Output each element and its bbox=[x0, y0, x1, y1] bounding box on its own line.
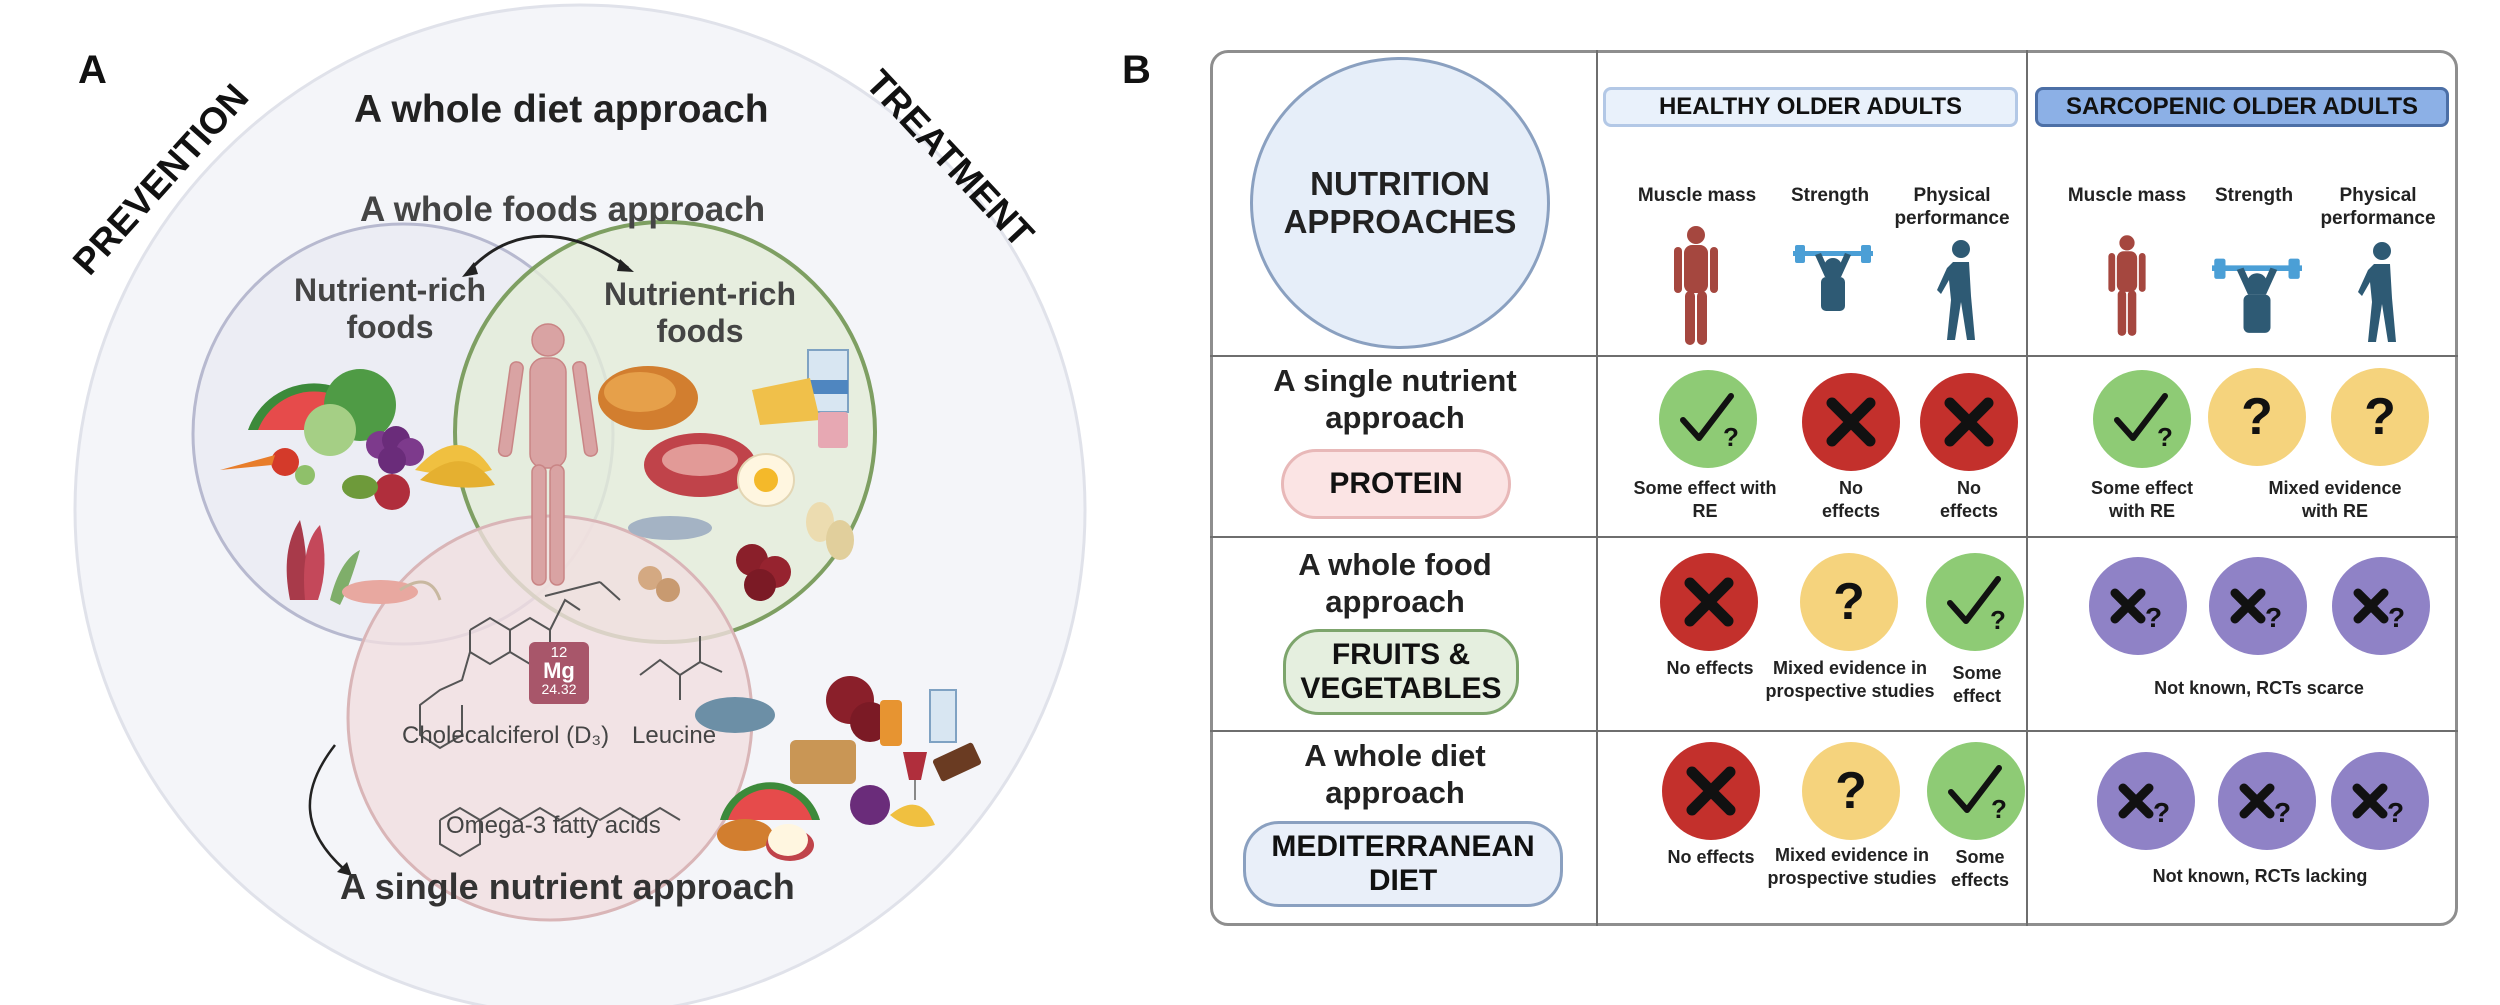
r2-h3-caption: Some effect bbox=[1952, 663, 2002, 706]
table-divider bbox=[1210, 730, 2458, 732]
check-icon: ? bbox=[1659, 370, 1757, 468]
col-physical-performance: Physical performance bbox=[2320, 185, 2436, 229]
strength-weightlifter-icon bbox=[1793, 245, 1873, 311]
whole-diet-title: A whole diet approach bbox=[354, 88, 769, 131]
cross-icon bbox=[1802, 373, 1900, 471]
magnesium-tile: 12 Mg 24.32 bbox=[529, 642, 589, 704]
right-circle-label: Nutrient-rich foods bbox=[604, 276, 796, 349]
mediterranean-diet-pill: MEDITERRANEAN DIET bbox=[1243, 821, 1563, 907]
mg-number: 12 bbox=[550, 644, 568, 661]
svg-text:?: ? bbox=[2145, 602, 2162, 633]
nutrient-arrow bbox=[308, 744, 346, 871]
mg-weight: 24.32 bbox=[541, 681, 577, 697]
left-circle-label: Nutrient-rich foods bbox=[294, 272, 486, 345]
table-divider bbox=[1210, 536, 2458, 538]
col-strength: Strength bbox=[2214, 185, 2294, 206]
panel-b-letter: B bbox=[1122, 48, 1151, 92]
col-muscle-mass: Muscle mass bbox=[1637, 185, 1757, 206]
unknown-icon: ? bbox=[2331, 752, 2429, 850]
svg-text:?: ? bbox=[2265, 602, 2282, 633]
question-icon: ? bbox=[1800, 553, 1898, 651]
unknown-icon: ? bbox=[2332, 557, 2430, 655]
leucine-label: Leucine bbox=[632, 722, 717, 749]
table-divider bbox=[1596, 50, 1598, 926]
question-mark: ? bbox=[1835, 762, 1867, 820]
check-icon: ? bbox=[1926, 553, 2024, 651]
nutrition-approaches-circle: NUTRITION APPROACHES bbox=[1250, 57, 1550, 349]
r1-s1-caption: Some effect with RE bbox=[2090, 478, 2194, 521]
walking-person-icon bbox=[1937, 240, 1975, 340]
r3-h1-caption: No effects bbox=[1667, 847, 1755, 867]
r3-h2-caption: Mixed evidence in prospective studies bbox=[1767, 845, 1937, 888]
row3-title: A whole diet approach bbox=[1304, 738, 1486, 811]
question-mark: ? bbox=[2364, 388, 2396, 446]
table-divider bbox=[1210, 355, 2458, 357]
svg-text:?: ? bbox=[1990, 605, 2006, 635]
col-muscle-mass: Muscle mass bbox=[2067, 185, 2187, 206]
panel-a: A A whole diet approach PREVENTION TREAT… bbox=[0, 0, 1160, 1005]
check-icon: ? bbox=[2093, 370, 2191, 468]
svg-text:?: ? bbox=[2388, 602, 2405, 633]
seaweed-shrimp-icon bbox=[286, 520, 442, 605]
cross-icon bbox=[1662, 742, 1760, 840]
question-mark: ? bbox=[1833, 573, 1865, 631]
svg-text:?: ? bbox=[2153, 797, 2170, 828]
human-figure-icon bbox=[497, 323, 599, 586]
table-divider bbox=[2026, 50, 2028, 926]
r2-s-caption: Not known, RCTs scarce bbox=[2154, 678, 2364, 698]
unknown-icon: ? bbox=[2209, 557, 2307, 655]
muscle-body-icon bbox=[2108, 235, 2146, 336]
unknown-icon: ? bbox=[2097, 752, 2195, 850]
omega-label: Omega-3 fatty acids bbox=[446, 812, 661, 839]
foods-arrow bbox=[466, 234, 629, 274]
r3-s-caption: Not known, RCTs lacking bbox=[2152, 866, 2368, 886]
cross-icon bbox=[1920, 373, 2018, 471]
question-icon: ? bbox=[2208, 368, 2306, 466]
unknown-icon: ? bbox=[2089, 557, 2187, 655]
question-icon: ? bbox=[1802, 742, 1900, 840]
protein-foods-icon bbox=[598, 349, 854, 602]
r1-h3-caption: No effects bbox=[1939, 478, 1999, 521]
question-mark: ? bbox=[2241, 388, 2273, 446]
cholecalciferol-label: Cholecalciferol (D₃) bbox=[402, 722, 610, 749]
muscle-body-icon bbox=[1674, 226, 1718, 345]
svg-text:?: ? bbox=[1991, 794, 2007, 824]
sarcopenic-older-adults-header: SARCOPENIC OLDER ADULTS bbox=[2035, 87, 2449, 127]
unknown-icon: ? bbox=[2218, 752, 2316, 850]
mg-symbol: Mg bbox=[543, 658, 575, 683]
venn-diagram bbox=[73, 3, 1087, 1005]
fruits-vegetables-icon bbox=[220, 369, 495, 510]
walking-person-icon bbox=[2358, 242, 2396, 342]
r3-h3-caption: Some effects bbox=[1950, 847, 2010, 890]
cross-icon bbox=[1660, 553, 1758, 651]
fruits-vegetables-pill: FRUITS & VEGETABLES bbox=[1283, 629, 1519, 715]
r2-h2-caption: Mixed evidence in prospective studies bbox=[1765, 658, 1935, 701]
whole-foods-title: A whole foods approach bbox=[360, 190, 766, 229]
molecule-structures bbox=[419, 581, 723, 858]
single-nutrient-title: A single nutrient approach bbox=[340, 866, 795, 907]
healthy-older-adults-header: HEALTHY OLDER ADULTS bbox=[1603, 87, 2018, 127]
evidence-table bbox=[1210, 50, 2458, 926]
question-icon: ? bbox=[2331, 368, 2429, 466]
strength-weightlifter-icon bbox=[2212, 258, 2302, 333]
svg-text:?: ? bbox=[2157, 422, 2173, 452]
panel-a-letter: A bbox=[78, 48, 107, 92]
svg-text:?: ? bbox=[1723, 422, 1739, 452]
check-icon: ? bbox=[1927, 742, 2025, 840]
svg-text:?: ? bbox=[2274, 797, 2291, 828]
r1-h1-caption: Some effect with RE bbox=[1633, 478, 1777, 521]
svg-text:?: ? bbox=[2387, 797, 2404, 828]
protein-pill: PROTEIN bbox=[1281, 449, 1511, 519]
r1-s23-caption: Mixed evidence with RE bbox=[2268, 478, 2402, 521]
col-physical-performance: Physical performance bbox=[1894, 185, 2010, 229]
row2-title: A whole food approach bbox=[1298, 547, 1492, 620]
mediterranean-foods-icon bbox=[695, 676, 982, 861]
row1-title: A single nutrient approach bbox=[1273, 363, 1517, 436]
r1-h2-caption: No effects bbox=[1821, 478, 1881, 521]
r2-h1-caption: No effects bbox=[1666, 658, 1754, 678]
col-strength: Strength bbox=[1790, 185, 1870, 206]
